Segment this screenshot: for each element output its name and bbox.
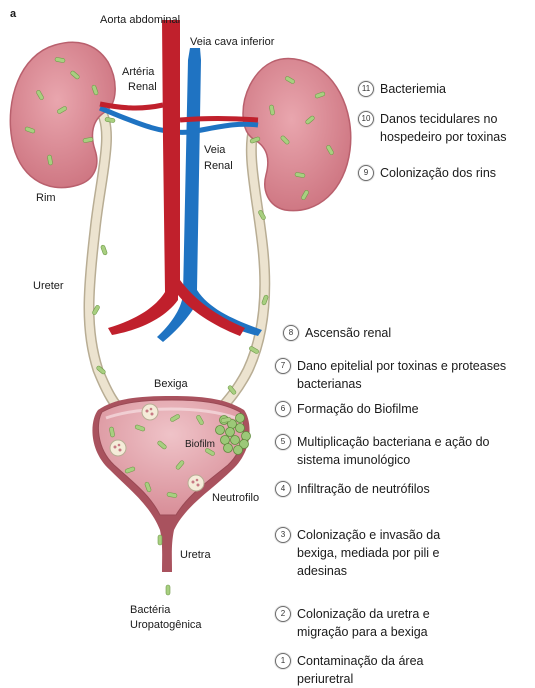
step-9: 9 Colonização dos rins xyxy=(358,164,496,182)
bacteria-label-2: Uropatogênica xyxy=(130,619,202,632)
step-number: 6 xyxy=(275,401,291,417)
step-11: 11 Bacteriemia xyxy=(358,80,446,98)
step-text: Formação do Biofilme xyxy=(297,400,419,418)
bacterium-rod xyxy=(158,535,162,545)
step-number: 4 xyxy=(275,481,291,497)
step-4: 4 Infiltração de neutrófilos xyxy=(275,480,430,498)
step-text: Ascensão renal xyxy=(305,324,391,342)
step-text: Infiltração de neutrófilos xyxy=(297,480,430,498)
step-8: 8 Ascensão renal xyxy=(283,324,391,342)
neutrophil-cell xyxy=(142,404,158,420)
renal-vein-label-1: Veia xyxy=(204,144,225,157)
bacterium-rod xyxy=(100,245,107,256)
biofilm-bacterium xyxy=(226,428,235,437)
step-number: 9 xyxy=(358,165,374,181)
biofilm-bacterium xyxy=(242,432,251,441)
step-6: 6 Formação do Biofilme xyxy=(275,400,419,418)
ureter-label: Ureter xyxy=(33,280,64,293)
biofilm-bacterium xyxy=(231,436,240,445)
renal-artery-label-2: Renal xyxy=(128,81,157,94)
step-10: 10 Danos tecidulares nohospedeiro por to… xyxy=(358,110,506,146)
step-number: 2 xyxy=(275,606,291,622)
biofilm-bacterium xyxy=(234,446,243,455)
step-number: 1 xyxy=(275,653,291,669)
vena-cava-label: Veia cava inferior xyxy=(190,36,274,49)
urethra-label: Uretra xyxy=(180,549,211,562)
bacterium-rod xyxy=(166,585,170,595)
bacteria-label-1: Bactéria xyxy=(130,604,170,617)
renal-artery-label-1: Artéria xyxy=(122,66,154,79)
biofilm-label: Biofilm xyxy=(185,438,215,451)
step-number: 10 xyxy=(358,111,374,127)
step-number: 5 xyxy=(275,434,291,450)
kidney-label: Rim xyxy=(36,192,56,205)
step-text: Colonização dos rins xyxy=(380,164,496,182)
neutrophil-cell xyxy=(110,440,126,456)
step-number: 3 xyxy=(275,527,291,543)
aorta-label: Aorta abdominal xyxy=(100,14,180,27)
renal-vein-label-2: Renal xyxy=(204,160,233,173)
biofilm-bacterium xyxy=(224,444,233,453)
panel-letter: a xyxy=(10,8,16,21)
step-number: 11 xyxy=(358,81,374,97)
step-text: Bacteriemia xyxy=(380,80,446,98)
biofilm-bacterium xyxy=(216,426,225,435)
bladder-label: Bexiga xyxy=(154,378,188,391)
step-number: 8 xyxy=(283,325,299,341)
step-number: 7 xyxy=(275,358,291,374)
step-7: 7 Dano epitelial por toxinas e proteases… xyxy=(275,357,506,393)
neutrophil-cell xyxy=(188,475,204,491)
neutrophil-label: Neutrofilo xyxy=(212,492,259,505)
biofilm-bacterium xyxy=(236,424,245,433)
biofilm-bacterium xyxy=(236,414,245,423)
